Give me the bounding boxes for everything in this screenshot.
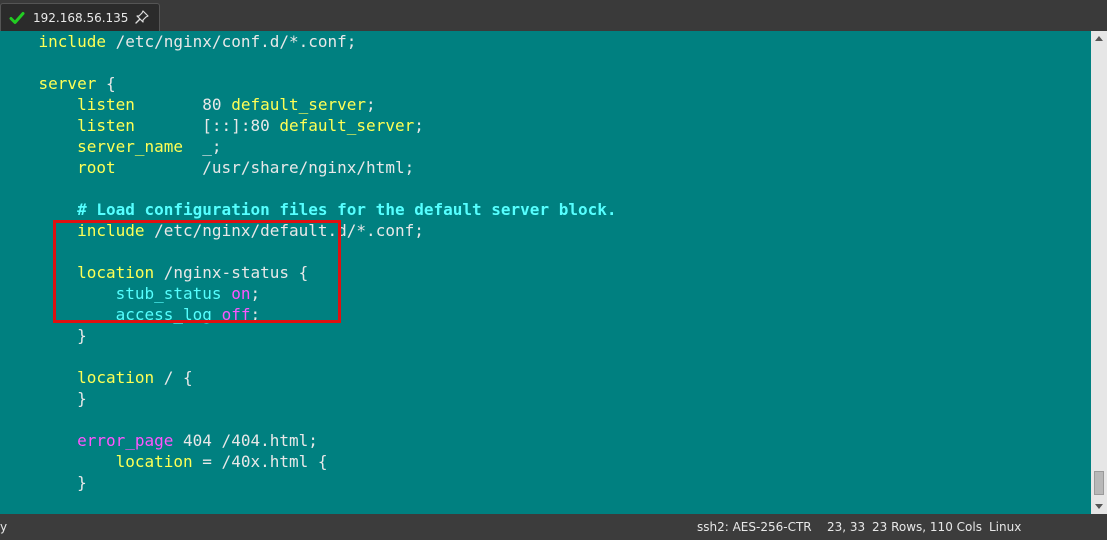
pin-icon[interactable] <box>135 10 149 24</box>
terminal-line: access_log off; <box>0 304 261 325</box>
code-token <box>0 431 77 450</box>
code-token: /etc/nginx/default.d/*.conf; <box>144 221 424 240</box>
terminal-output[interactable]: include /etc/nginx/conf.d/*.conf; server… <box>0 31 1091 514</box>
code-token: root <box>77 158 116 177</box>
code-token: /nginx-status { <box>154 263 309 282</box>
status-cipher: ssh2: AES-256-CTR <box>697 520 812 534</box>
code-token <box>0 95 77 114</box>
code-token: location <box>115 452 193 471</box>
code-token <box>0 32 39 51</box>
green-check-icon <box>9 11 25 24</box>
code-token: include <box>77 221 145 240</box>
code-token: /usr/share/nginx/html; <box>115 158 415 177</box>
code-token: } <box>0 326 87 345</box>
terminal-line: stub_status on; <box>0 283 261 304</box>
code-token: default_server <box>231 95 367 114</box>
code-token: stub_status <box>115 284 222 303</box>
code-token: location <box>77 263 155 282</box>
code-token: 80 <box>134 95 232 114</box>
code-token: ; <box>250 305 261 324</box>
code-token: on <box>231 284 251 303</box>
code-token: error_page <box>77 431 174 450</box>
code-token: server_name <box>77 137 184 156</box>
tab-bar: 192.168.56.135 <box>0 0 1107 31</box>
code-token <box>0 452 116 471</box>
terminal-line: location = /40x.html { <box>0 451 328 472</box>
tab-host-label: 192.168.56.135 <box>33 10 129 25</box>
status-os: Linux <box>989 520 1022 534</box>
code-token: /etc/nginx/conf.d/*.conf; <box>105 32 357 51</box>
code-token: off <box>221 305 251 324</box>
code-token: default_server <box>279 116 415 135</box>
code-token: listen <box>77 116 135 135</box>
highlight-box <box>53 220 341 323</box>
code-token: ; <box>250 284 261 303</box>
scroll-thumb[interactable] <box>1094 471 1104 495</box>
status-cursor: 23, 33 <box>827 520 866 534</box>
code-token: _; <box>183 137 222 156</box>
terminal-line: error_page 404 /404.html; <box>0 430 318 451</box>
code-token <box>0 200 77 219</box>
scroll-down-arrow-icon[interactable] <box>1091 500 1107 514</box>
status-size: 23 Rows, 110 Cols <box>872 520 982 534</box>
code-token: # Load configuration files for the defau… <box>77 200 617 219</box>
code-token: = /40x.html { <box>192 452 328 471</box>
terminal-line: } <box>0 388 87 409</box>
code-token <box>0 74 39 93</box>
terminal-line: listen [::]:80 default_server; <box>0 115 424 136</box>
status-left: y <box>0 520 8 534</box>
code-token: access_log <box>115 305 212 324</box>
terminal-line: } <box>0 325 87 346</box>
code-token: ; <box>366 95 376 114</box>
terminal-line: include /etc/nginx/default.d/*.conf; <box>0 220 424 241</box>
terminal-line: listen 80 default_server; <box>0 94 376 115</box>
vertical-scrollbar[interactable] <box>1091 31 1107 514</box>
code-token: } <box>0 473 87 492</box>
code-token: location <box>77 368 155 387</box>
code-token: { <box>96 74 116 93</box>
code-token: listen <box>77 95 135 114</box>
terminal-line: server { <box>0 73 116 94</box>
code-token <box>0 116 77 135</box>
terminal-line: location / { <box>0 367 193 388</box>
code-token: ; <box>414 116 424 135</box>
code-token: / { <box>154 368 193 387</box>
terminal-line: # Load configuration files for the defau… <box>0 199 617 220</box>
terminal-line: } <box>0 472 87 493</box>
terminal-line: server_name _; <box>0 136 222 157</box>
code-token: 404 /404.html; <box>173 431 318 450</box>
terminal-line: location /nginx-status { <box>0 262 308 283</box>
code-token: include <box>38 32 106 51</box>
terminal-line: include /etc/nginx/conf.d/*.conf; <box>0 31 357 52</box>
code-token <box>0 368 77 387</box>
session-tab[interactable]: 192.168.56.135 <box>0 3 160 31</box>
scroll-up-arrow-icon[interactable] <box>1091 31 1107 45</box>
code-token: } <box>0 389 87 408</box>
terminal-line: root /usr/share/nginx/html; <box>0 157 414 178</box>
code-token <box>0 158 77 177</box>
code-token <box>0 137 77 156</box>
code-token: [::]:80 <box>134 116 280 135</box>
status-bar: y ssh2: AES-256-CTR 23, 33 23 Rows, 110 … <box>0 514 1107 540</box>
code-token: server <box>38 74 97 93</box>
